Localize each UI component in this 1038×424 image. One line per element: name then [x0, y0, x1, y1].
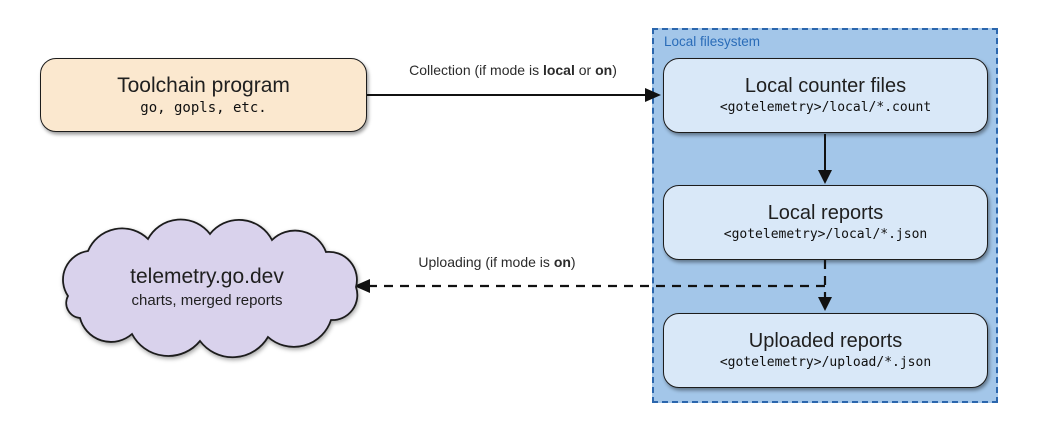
collection-label-pre: Collection (if mode is [409, 62, 543, 78]
local-counter-files-node: Local counter files <gotelemetry>/local/… [663, 58, 988, 133]
collection-arrow-label: Collection (if mode is local or on) [367, 62, 659, 78]
uploaded-reports-node: Uploaded reports <gotelemetry>/upload/*.… [663, 313, 988, 388]
local-reports-path: <gotelemetry>/local/*.json [723, 227, 928, 243]
uploading-label-pre: Uploading (if mode is [418, 254, 554, 270]
local-reports-title: Local reports [767, 202, 884, 225]
uploading-label-bold-on: on [553, 254, 571, 270]
local-reports-node: Local reports <gotelemetry>/local/*.json [663, 185, 988, 260]
local-counter-files-title: Local counter files [744, 75, 907, 98]
toolchain-program-subtitle: go, gopls, etc. [140, 99, 267, 116]
toolchain-program-title: Toolchain program [117, 73, 290, 97]
uploading-arrow-label: Uploading (if mode is on) [377, 254, 617, 270]
uploading-label-post: ) [570, 254, 576, 270]
local-counter-files-path: <gotelemetry>/local/*.count [719, 100, 932, 116]
cloud-title: telemetry.go.dev [130, 265, 284, 288]
collection-label-bold-local: local [542, 62, 575, 78]
collection-label-post: ) [612, 62, 617, 78]
uploaded-reports-title: Uploaded reports [748, 330, 903, 353]
cloud-subtitle: charts, merged reports [131, 292, 283, 309]
collection-label-mid: or [574, 62, 596, 78]
local-filesystem-label: Local filesystem [664, 34, 761, 49]
uploaded-reports-path: <gotelemetry>/upload/*.json [719, 355, 932, 371]
collection-label-bold-on: on [595, 62, 613, 78]
toolchain-program-node: Toolchain program go, gopls, etc. [40, 58, 367, 132]
